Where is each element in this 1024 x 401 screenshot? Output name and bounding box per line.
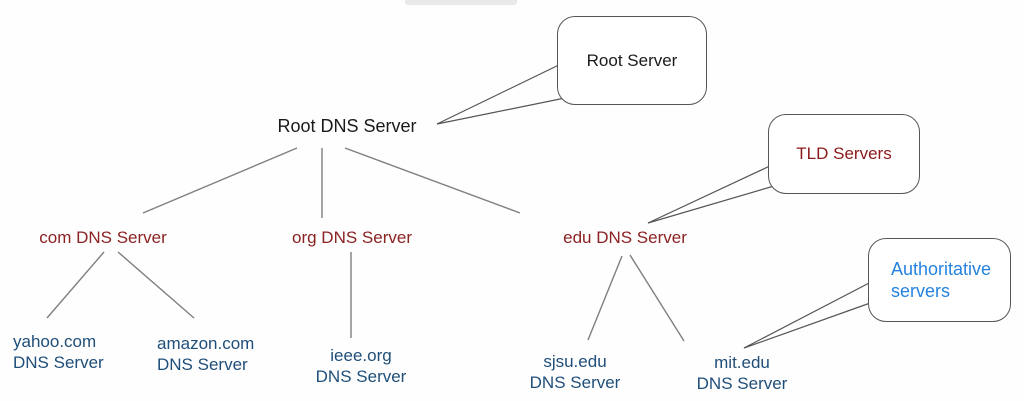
callout-authoritative-servers: Authoritative servers xyxy=(868,238,1011,322)
node-mit-dns-server: mit.edu DNS Server xyxy=(697,352,788,394)
edge-edu-mit xyxy=(629,254,685,342)
edge-root-edu xyxy=(344,147,521,214)
node-label-line1: sjsu.edu xyxy=(543,352,607,371)
node-amazon-dns-server: amazon.com DNS Server xyxy=(157,333,254,375)
tail-auth-callout xyxy=(743,280,874,349)
tail-tld-callout xyxy=(647,185,775,224)
node-label-line1: yahoo.com xyxy=(13,332,97,351)
node-label-line2: DNS Server xyxy=(315,367,407,386)
node-label-line1: mit.edu xyxy=(714,353,770,372)
callout-label-line1: Authoritative xyxy=(891,259,992,279)
window-edge-artifact xyxy=(405,0,517,5)
edge-edu-sjsu xyxy=(587,255,623,341)
callout-label: TLD Servers xyxy=(796,144,892,163)
node-root-dns-server: Root DNS Server xyxy=(277,116,417,136)
node-sjsu-dns-server: sjsu.edu DNS Server xyxy=(530,351,621,393)
node-yahoo-dns-server: yahoo.com DNS Server xyxy=(13,331,104,373)
node-edu-dns-server: edu DNS Server xyxy=(563,228,687,247)
edge-com-yahoo xyxy=(46,251,105,319)
node-label-line1: ieee.org xyxy=(330,346,392,365)
node-label-line2: DNS Server xyxy=(157,355,248,374)
callout-tld-servers: TLD Servers xyxy=(768,114,920,194)
edge-root-com xyxy=(142,147,298,214)
node-label-line2: DNS Server xyxy=(13,353,104,372)
node-label-line2: DNS Server xyxy=(529,373,621,392)
node-ieee-dns-server: ieee.org DNS Server xyxy=(316,345,407,387)
node-com-dns-server: com DNS Server xyxy=(39,228,167,247)
tail-auth-callout xyxy=(743,301,874,349)
edge-com-amazon xyxy=(117,251,195,319)
tail-tld-callout xyxy=(647,164,773,224)
callout-root-server: Root Server xyxy=(557,16,707,105)
node-label-line2: DNS Server xyxy=(696,374,788,393)
tail-root-callout xyxy=(436,61,566,125)
tail-root-callout xyxy=(436,97,566,125)
node-label-line1: amazon.com xyxy=(157,334,255,353)
callout-label: Root Server xyxy=(586,50,678,70)
callout-label-line2: servers xyxy=(891,281,951,301)
node-org-dns-server: org DNS Server xyxy=(292,228,412,247)
